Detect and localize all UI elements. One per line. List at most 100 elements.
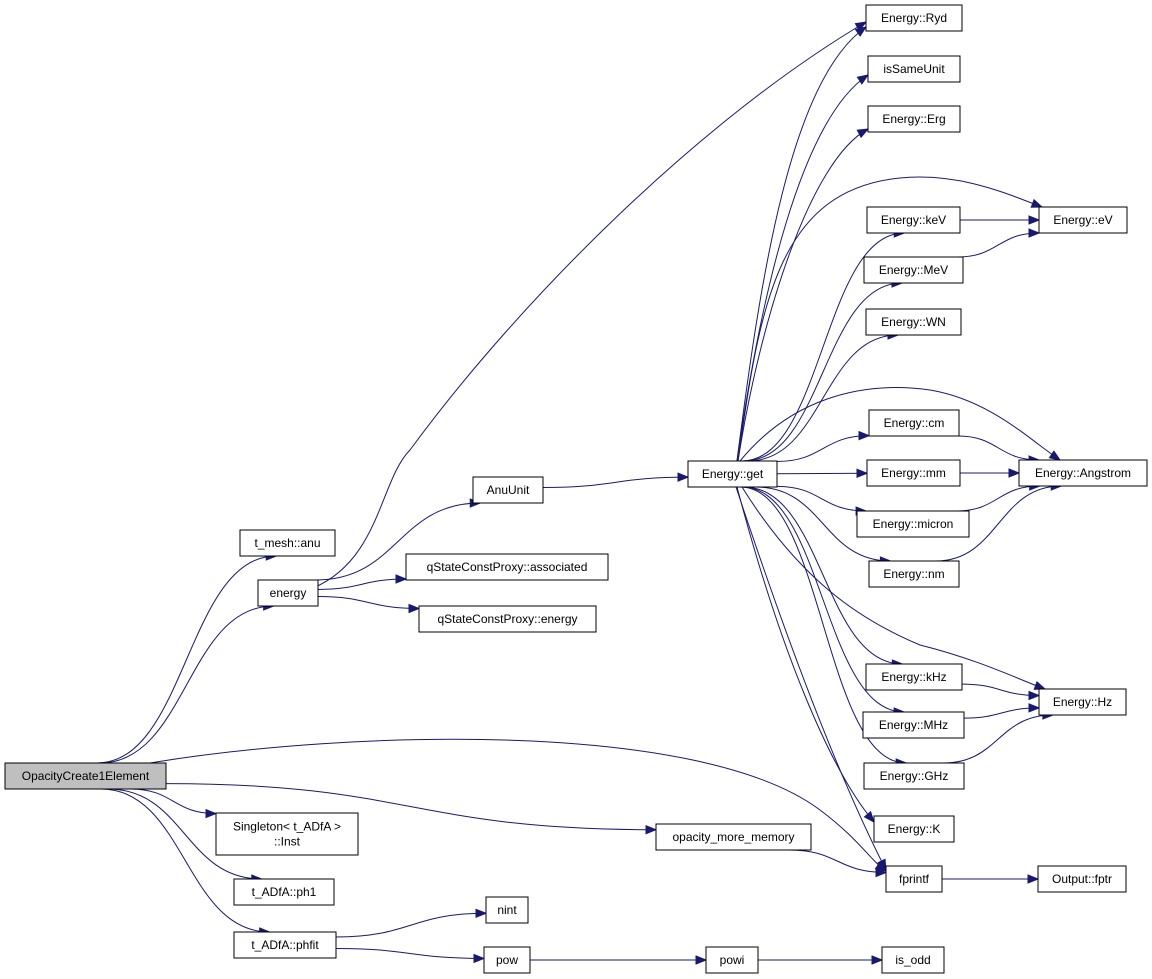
node-mm[interactable]: Energy::mm [866,459,961,487]
node-box [1038,688,1127,716]
edge-line [961,683,1040,697]
node-box [885,865,943,893]
edge-line [789,849,887,873]
node-anuunit[interactable]: AnuUnit [472,476,544,504]
node-root[interactable]: OpacityCreate1Element [4,762,167,790]
node-fptr[interactable]: Output::fptr [1037,865,1127,893]
edge-phfit-to-nint [335,908,488,938]
edge-fprintf-to-fptr [942,874,1040,884]
node-micron[interactable]: Energy::micron [856,510,970,538]
node-energy[interactable]: energy [257,579,319,607]
node-box [865,663,963,691]
node-label: Energy::WN [881,315,946,329]
edge-eget-to-ev [737,176,1044,462]
node-pow[interactable]: pow [483,946,531,974]
node-box [863,762,965,790]
arrowhead [1048,450,1062,461]
node-wn[interactable]: Energy::WN [865,308,962,336]
node-label: fprintf [899,872,930,886]
call-edges [96,21,1063,965]
edge-opm-to-fprintf [789,849,888,878]
node-powi[interactable]: powi [705,946,759,974]
node-nm[interactable]: Energy::nm [868,560,960,588]
node-box [865,4,963,32]
node-hz[interactable]: Energy::Hz [1038,688,1127,716]
edge-eget-to-ang [739,387,1062,462]
arrowhead [1028,703,1041,713]
arrowhead [1028,228,1041,238]
node-label: qStateConstProxy::associated [427,560,588,574]
arrowhead [877,858,887,872]
node-fprintf[interactable]: fprintf [885,865,943,893]
arrowhead [695,955,708,965]
edge-mev-to-ev [957,228,1041,258]
edge-eget-to-issame [736,74,870,462]
node-t-mesh-anu[interactable]: t_mesh::anu [239,529,336,557]
node-ev[interactable]: Energy::eV [1038,206,1128,234]
edge-line [736,26,867,462]
node-label: OpacityCreate1Element [22,769,150,783]
node-box [868,560,960,588]
node-phfit[interactable]: t_ADfA::phfit [233,931,337,959]
edge-root-to-phfit [100,788,272,937]
edge-line [740,486,907,764]
node-label: Energy::micron [873,517,954,531]
node-label: Energy::K [888,822,941,836]
arrowhead [1028,215,1041,225]
node-box [405,553,609,581]
arrowhead [1033,680,1047,690]
node-label: Singleton< t_ADfA > [233,820,341,834]
node-label: energy [270,586,307,600]
edge-energy-to-ryd [312,21,868,589]
edge-line [963,707,1040,719]
edge-eget-to-wn [747,330,900,462]
node-erg[interactable]: Energy::Erg [867,105,961,133]
node-box [705,946,759,974]
edge-line [744,282,902,462]
node-opm[interactable]: opacity_more_memory [655,823,812,851]
node-nint[interactable]: nint [485,896,529,924]
node-ryd[interactable]: Energy::Ryd [865,4,963,32]
node-label: Output::fptr [1052,872,1112,886]
node-ang[interactable]: Energy::Angstrom [1018,459,1148,487]
edge-root-to-t_mesh_anu [96,551,278,764]
node-k[interactable]: Energy::K [873,815,955,843]
arrowhead [875,867,888,878]
edge-line [747,334,899,462]
edge-line [737,176,1043,462]
edge-line [130,788,217,815]
edge-line [935,485,1062,562]
node-label: t_ADfA::ph1 [252,885,317,899]
arrowhead [473,953,486,964]
edge-line [736,74,869,462]
edge-line [776,485,867,512]
node-ph1[interactable]: t_ADfA::ph1 [233,878,335,906]
node-mev[interactable]: Energy::MeV [863,256,964,284]
node-issame[interactable]: isSameUnit [867,55,961,83]
edge-powi-to-is_odd [758,955,884,965]
edge-line [149,738,887,872]
node-khz[interactable]: Energy::kHz [865,663,963,691]
node-singleton[interactable]: Singleton< t_ADfA >::Inst [215,812,359,856]
edge-line [957,435,1040,461]
node-kev[interactable]: Energy::keV [866,206,961,234]
node-box [687,460,778,488]
edge-line [107,788,262,880]
arrowhead [856,74,870,85]
node-box [4,762,167,790]
node-cm[interactable]: Energy::cm [868,409,960,437]
arrowhead [858,430,871,441]
node-eget[interactable]: Energy::get [687,460,778,488]
node-mhz[interactable]: Energy::MHz [862,711,965,739]
node-label: t_mesh::anu [254,536,320,550]
node-is-odd[interactable]: is_odd [881,946,945,974]
node-qsc-energy[interactable]: qStateConstProxy::energy [418,605,597,633]
edge-pow-to-powi [530,955,708,965]
node-qsc-assoc[interactable]: qStateConstProxy::associated [405,553,609,581]
arrowhead [205,808,218,819]
node-ghz[interactable]: Energy::GHz [863,762,965,790]
node-label: Energy::cm [884,416,945,430]
edge-line [741,486,905,713]
edge-line [735,486,887,871]
